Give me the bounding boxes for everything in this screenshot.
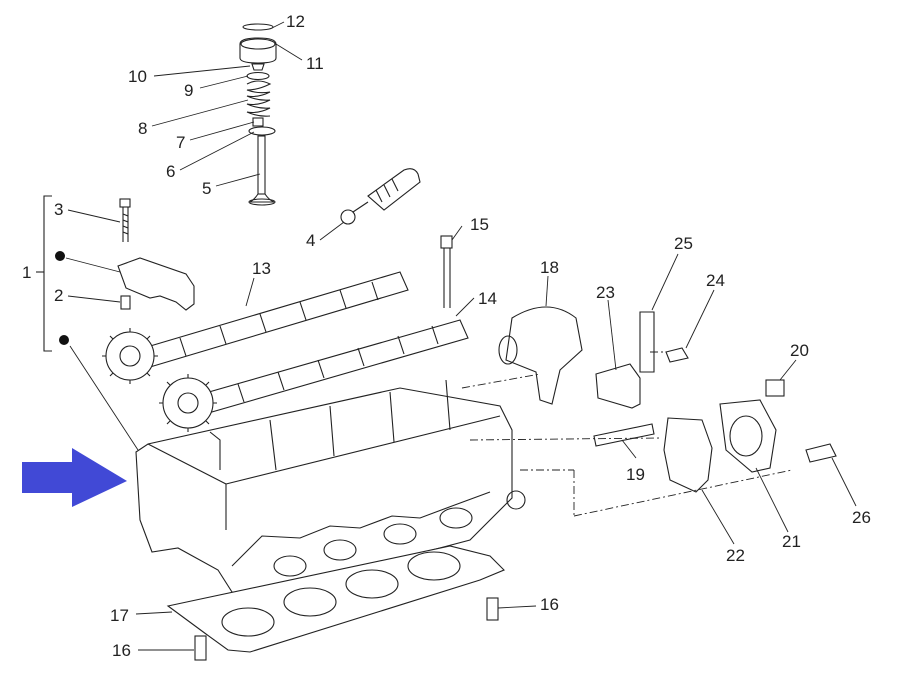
- callout-12: 12: [286, 12, 305, 31]
- group-1-bracket: [36, 195, 69, 352]
- assembly-lines: [461, 351, 793, 517]
- leader-lines: [65, 21, 857, 651]
- sensor-housing: [498, 306, 583, 405]
- bracket-23: [595, 363, 641, 409]
- callout-16-right: 16: [540, 595, 559, 614]
- tappet-part: [340, 168, 421, 225]
- callout-22: 22: [726, 546, 745, 565]
- gasket-22: [663, 417, 713, 493]
- callout-8: 8: [138, 119, 148, 138]
- camshaft-upper: [102, 271, 409, 384]
- callout-4: 4: [306, 231, 316, 250]
- callout-25: 25: [674, 234, 693, 253]
- thermostat-housing: [719, 399, 777, 473]
- blue-arrow-icon: [22, 448, 127, 507]
- callout-21: 21: [782, 532, 801, 551]
- stud-19: [593, 423, 655, 447]
- lever-25: [639, 311, 655, 373]
- callout-6: 6: [166, 162, 176, 181]
- callout-9: 9: [184, 81, 194, 100]
- valve-assembly: [239, 23, 277, 206]
- callout-7: 7: [176, 133, 186, 152]
- callout-18: 18: [540, 258, 559, 277]
- head-gasket: [166, 545, 505, 653]
- nut-20: [765, 379, 785, 397]
- callout-15: 15: [470, 215, 489, 234]
- callout-13: 13: [252, 259, 271, 278]
- bolt-15: [440, 235, 453, 308]
- callout-14: 14: [478, 289, 497, 308]
- callout-23: 23: [596, 283, 615, 302]
- bolt-3: [119, 198, 131, 242]
- cam-bearing-cap: [117, 257, 195, 311]
- dowel-2: [120, 295, 131, 310]
- callout-5: 5: [202, 179, 212, 198]
- camshaft-lower: [159, 319, 469, 432]
- callout-19: 19: [626, 465, 645, 484]
- callout-26: 26: [852, 508, 871, 527]
- callout-2: 2: [54, 286, 64, 305]
- callout-3: 3: [54, 200, 64, 219]
- callout-17: 17: [110, 606, 129, 625]
- callout-11: 11: [306, 54, 324, 73]
- callout-24: 24: [706, 271, 725, 290]
- dowel-16-left: [194, 635, 207, 661]
- callout-10: 10: [128, 67, 147, 86]
- bolt-24: [665, 347, 689, 363]
- bolt-26: [805, 443, 837, 463]
- dowel-16-right: [486, 597, 499, 621]
- callout-1: 1: [22, 263, 32, 282]
- callout-20: 20: [790, 341, 809, 360]
- callout-16-left: 16: [112, 641, 131, 660]
